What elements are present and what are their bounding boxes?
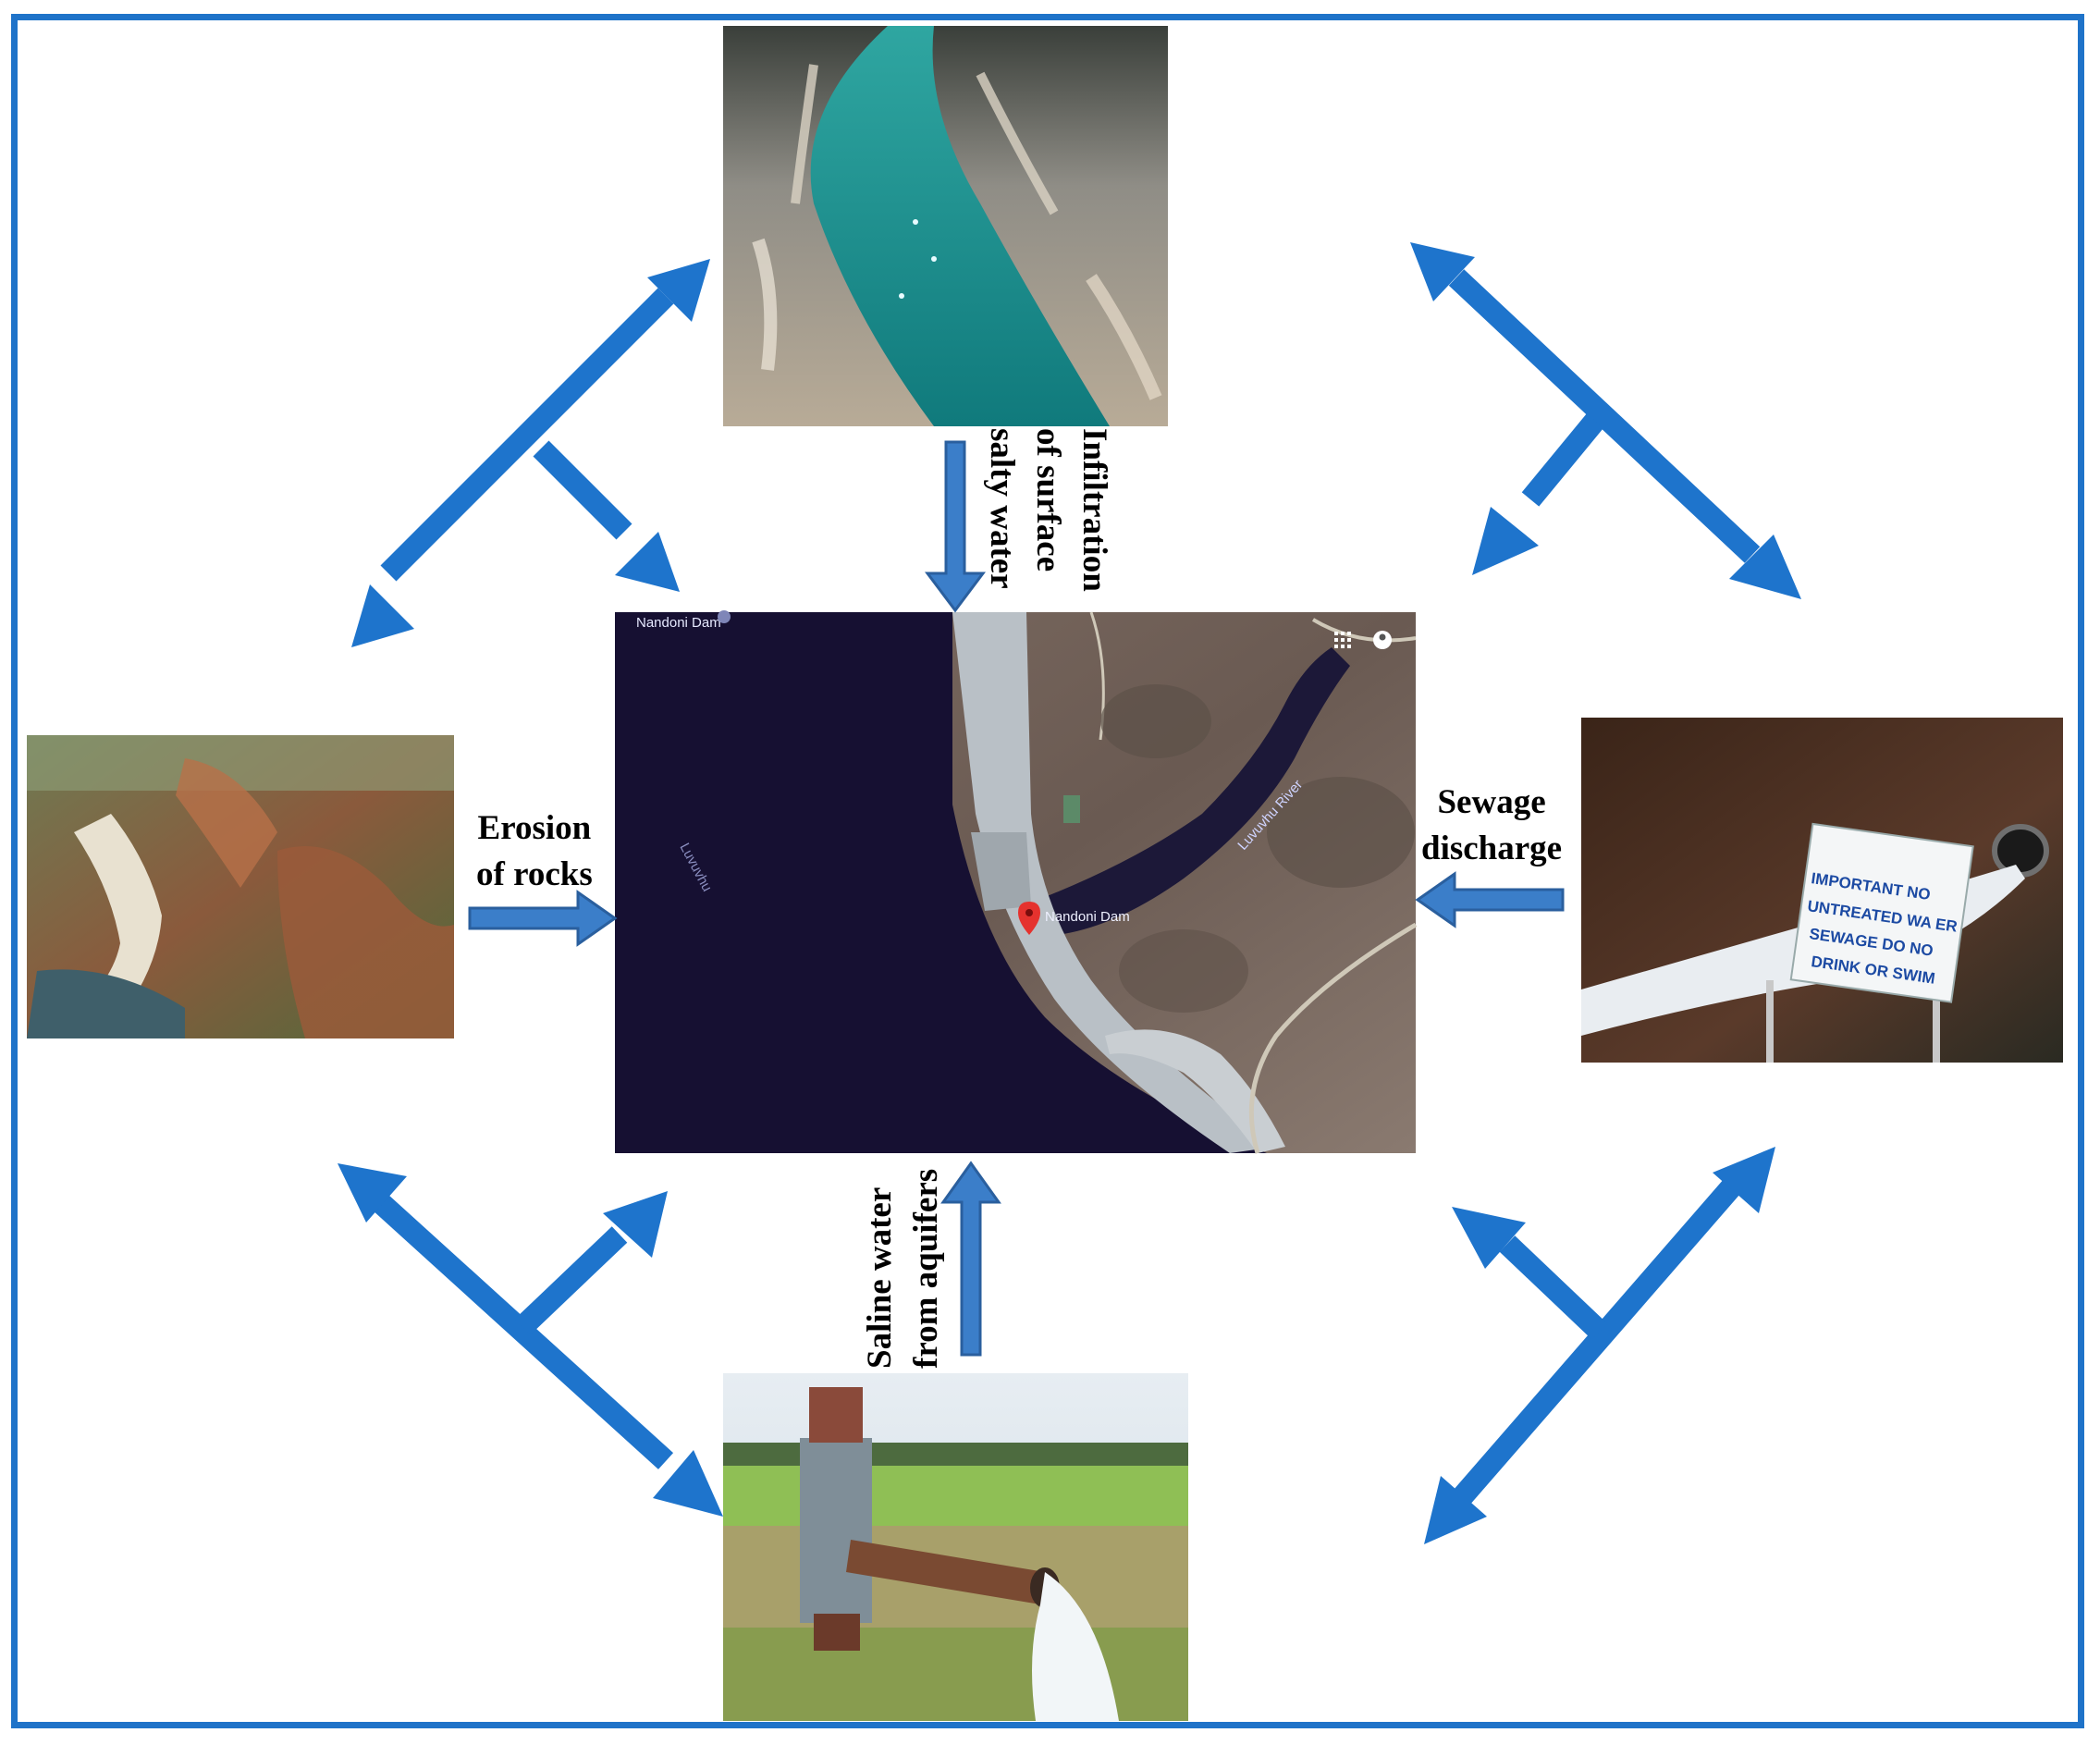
label-line: of surface bbox=[1029, 428, 1067, 572]
label-line: Sewage bbox=[1437, 783, 1546, 821]
arrowhead bbox=[1729, 535, 1801, 599]
arrowhead bbox=[1713, 1147, 1775, 1213]
label-infiltration: Infiltration of surface salty water bbox=[978, 428, 1117, 592]
arrow-bottom-to-center bbox=[940, 1161, 1001, 1357]
diagram-frame bbox=[11, 14, 2084, 1728]
label-line: salty water bbox=[983, 428, 1021, 589]
label-line: Erosion bbox=[477, 809, 592, 847]
label-line: discharge bbox=[1421, 829, 1563, 867]
salt-terraces-river-photo bbox=[723, 26, 1168, 426]
label-saline-aquifers: Saline water from aquifers bbox=[857, 1169, 950, 1369]
arrowhead bbox=[647, 259, 710, 322]
arrowhead bbox=[615, 532, 680, 592]
sewage-outfall-photo bbox=[1581, 718, 2063, 1063]
double-arrow-bottom-left bbox=[362, 1185, 674, 1469]
central-satellite-map bbox=[615, 611, 1418, 1154]
arrowhead bbox=[1410, 242, 1475, 301]
double-arrow-top-right bbox=[1448, 269, 1761, 563]
eroded-rock-gorge-photo bbox=[27, 735, 454, 1038]
label-line: from aquifers bbox=[907, 1168, 945, 1369]
grid-icon[interactable] bbox=[1334, 632, 1351, 648]
label-line: Infiltration bbox=[1075, 428, 1113, 592]
arrowhead bbox=[351, 584, 414, 647]
arrowhead bbox=[1472, 507, 1539, 575]
arrowhead bbox=[338, 1163, 407, 1223]
arrowhead bbox=[653, 1450, 723, 1517]
map-pin-small-icon bbox=[718, 610, 731, 623]
arrow-right-to-center bbox=[1415, 871, 1565, 928]
double-arrow-top-left bbox=[380, 288, 674, 582]
label-line: Saline water bbox=[861, 1186, 899, 1369]
map-pin-label: Nandoni Dam bbox=[1045, 909, 1130, 925]
label-line: of rocks bbox=[476, 855, 593, 893]
arrow-left-to-center bbox=[468, 890, 618, 947]
map-caption: Nandoni Dam bbox=[636, 615, 721, 631]
label-sewage: Sewage discharge bbox=[1421, 780, 1562, 872]
arrowhead bbox=[1424, 1476, 1487, 1544]
arrowhead bbox=[1452, 1207, 1526, 1269]
label-erosion: Erosion of rocks bbox=[476, 805, 593, 898]
profile-icon[interactable] bbox=[1373, 631, 1392, 649]
double-arrow-bottom-right bbox=[1452, 1172, 1748, 1505]
arrow-top-to-center bbox=[925, 440, 986, 613]
borehole-pump-photo bbox=[723, 1373, 1188, 1721]
map-pin-icon bbox=[1018, 902, 1040, 935]
arrowhead bbox=[603, 1191, 668, 1258]
